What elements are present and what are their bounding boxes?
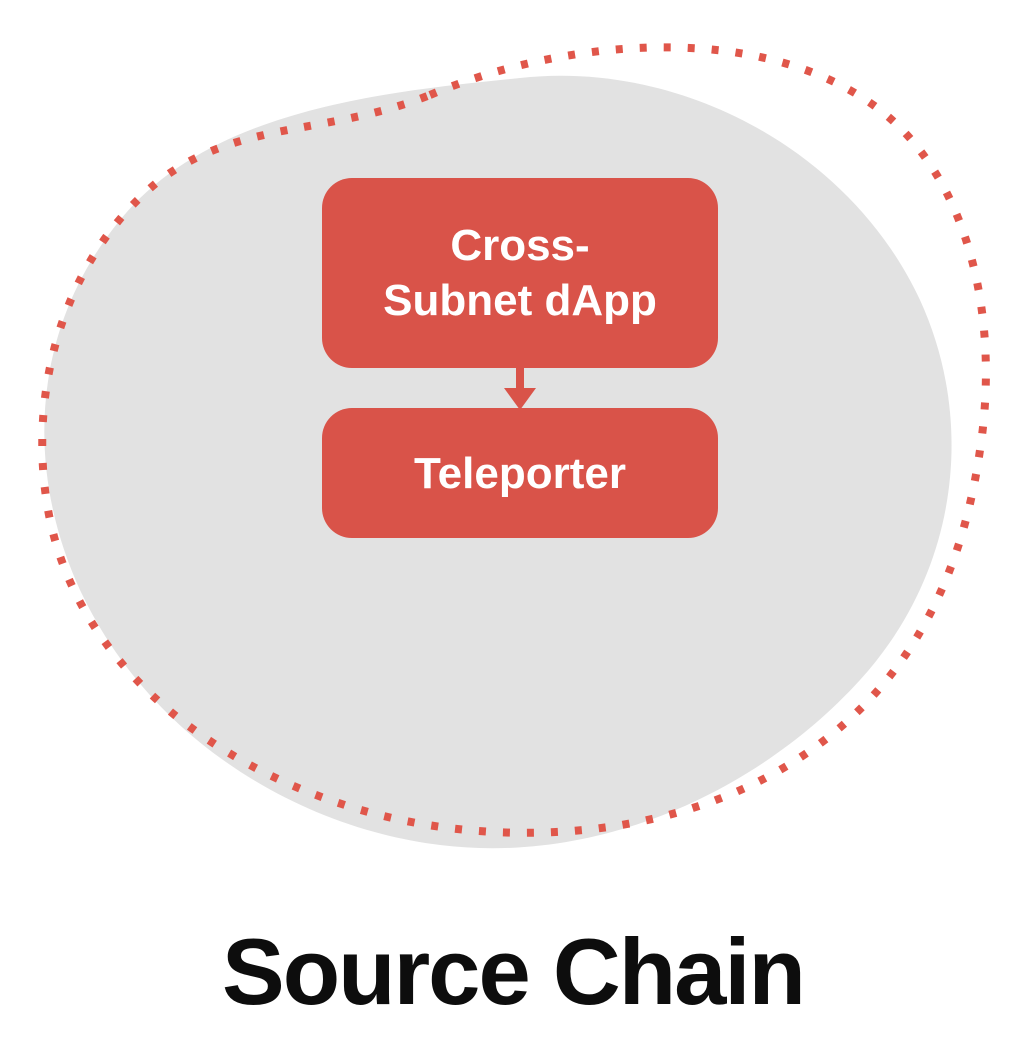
node-teleporter: Teleporter [322, 408, 718, 538]
arrow-down-icon [504, 366, 536, 410]
subnet-dotted-border [38, 43, 990, 837]
node-teleporter-label: Teleporter [414, 448, 626, 498]
node-cross-subnet-dapp: Cross-Subnet dApp [322, 178, 718, 368]
diagram-title: Source Chain [222, 919, 806, 1024]
node-cross-subnet-dapp-label: Cross-Subnet dApp [383, 221, 657, 325]
